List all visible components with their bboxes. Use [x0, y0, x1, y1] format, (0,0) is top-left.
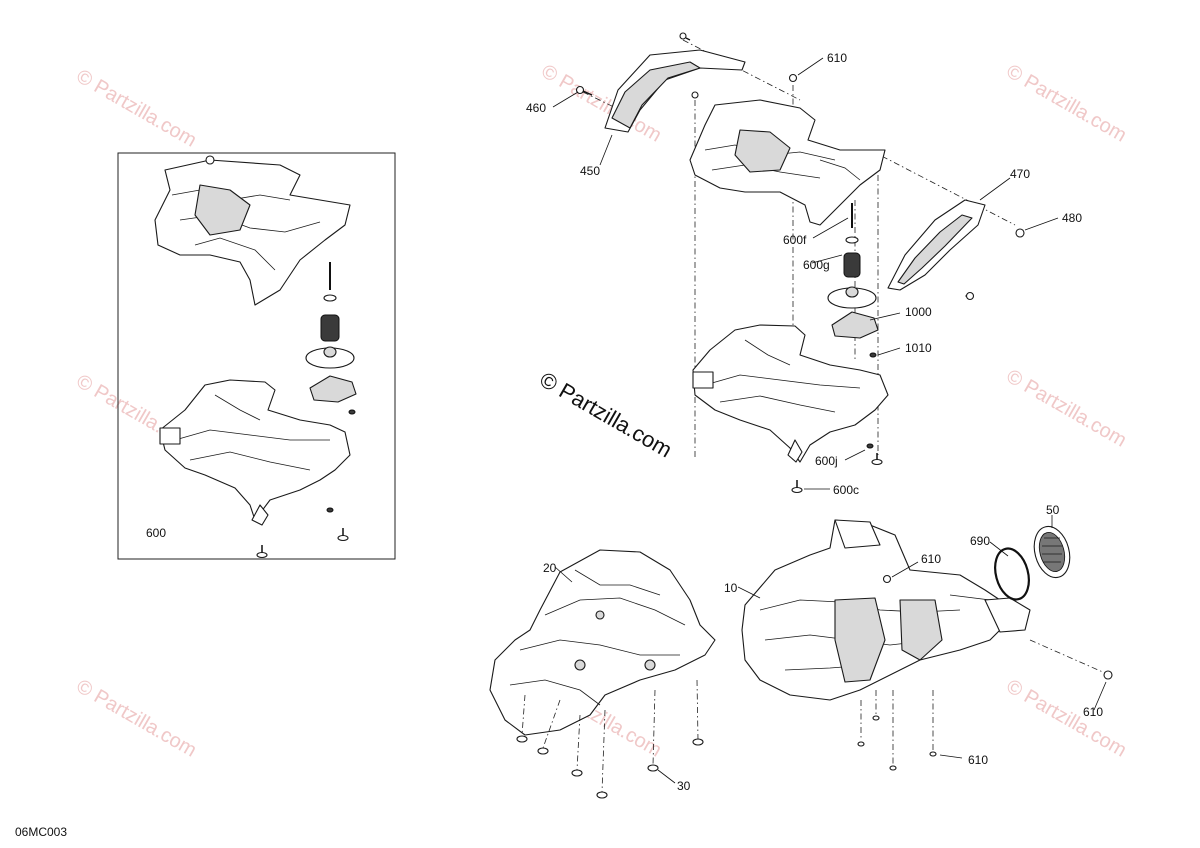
- screws-600c: [791, 453, 883, 494]
- top-exploded-assembly: 460 450 610 470 480 600f 600g 1000 1010 …: [526, 32, 1082, 497]
- inset-lower-housing: [159, 379, 351, 526]
- inset-nut: [326, 507, 334, 513]
- screw-480: [1015, 228, 1025, 238]
- callout-450: 450: [580, 164, 600, 178]
- callout-30: 30: [677, 779, 691, 793]
- watermark: © Partzilla.com: [1003, 60, 1131, 146]
- callout-610-mid: 610: [921, 552, 941, 566]
- callout-480: 480: [1062, 211, 1082, 225]
- screw-470-lower: [965, 291, 975, 301]
- inset-spring-stack: [305, 262, 357, 415]
- pad-1000: [831, 311, 879, 339]
- watermark: © Partzilla.com: [73, 675, 201, 761]
- clamp-690: [994, 547, 1030, 601]
- callout-470: 470: [1010, 167, 1030, 181]
- filter-screen-50: [1033, 525, 1071, 579]
- part-450-trim: [604, 32, 746, 133]
- washer-600g: [845, 236, 859, 244]
- callout-460: 460: [526, 101, 546, 115]
- bottom-leader-lines: [554, 515, 1107, 784]
- callout-690: 690: [970, 534, 990, 548]
- lower-housing: [692, 324, 889, 463]
- callout-600j: 600j: [815, 454, 838, 468]
- spring: [843, 252, 861, 278]
- callout-600g: 600g: [803, 258, 830, 272]
- callout-1010: 1010: [905, 341, 932, 355]
- inset-frame: [117, 152, 396, 560]
- callout-50: 50: [1046, 503, 1060, 517]
- callout-610-right: 610: [1083, 705, 1103, 719]
- callout-610-top: 610: [827, 51, 847, 65]
- spring-stack: [827, 203, 879, 358]
- center-watermark: © Partzilla.com: [536, 367, 677, 463]
- nut-1010: [869, 352, 877, 358]
- callout-610-bottom: 610: [968, 753, 988, 767]
- inset-screws: [256, 528, 349, 559]
- inset-label-600: 600: [146, 526, 166, 540]
- screw-460: [575, 85, 593, 96]
- bottom-assembly: 20 10 610 690 50 610 610 30: [489, 503, 1113, 799]
- part-470-trim: [887, 199, 986, 291]
- top-leader-lines: [552, 57, 1059, 490]
- watermark: © Partzilla.com: [73, 65, 201, 151]
- inset-assembly-600: 600: [117, 152, 396, 560]
- callout-20: 20: [543, 561, 557, 575]
- callout-10: 10: [724, 581, 738, 595]
- screws-610: [857, 574, 1113, 771]
- watermark: © Partzilla.com: [1003, 365, 1131, 451]
- fasteners-30: [516, 679, 704, 799]
- diagram-code: 06MC003: [15, 825, 67, 839]
- callout-600c: 600c: [833, 483, 859, 497]
- part-20-heat-shield: [489, 549, 716, 736]
- upper-housing: [689, 73, 886, 226]
- part-10-airbox: [741, 519, 1031, 701]
- nut-600j: [866, 443, 874, 449]
- callout-600f: 600f: [783, 233, 807, 247]
- watermark: © Partzilla.com: [1003, 675, 1131, 761]
- callout-1000: 1000: [905, 305, 932, 319]
- inset-upper-housing: [154, 155, 351, 306]
